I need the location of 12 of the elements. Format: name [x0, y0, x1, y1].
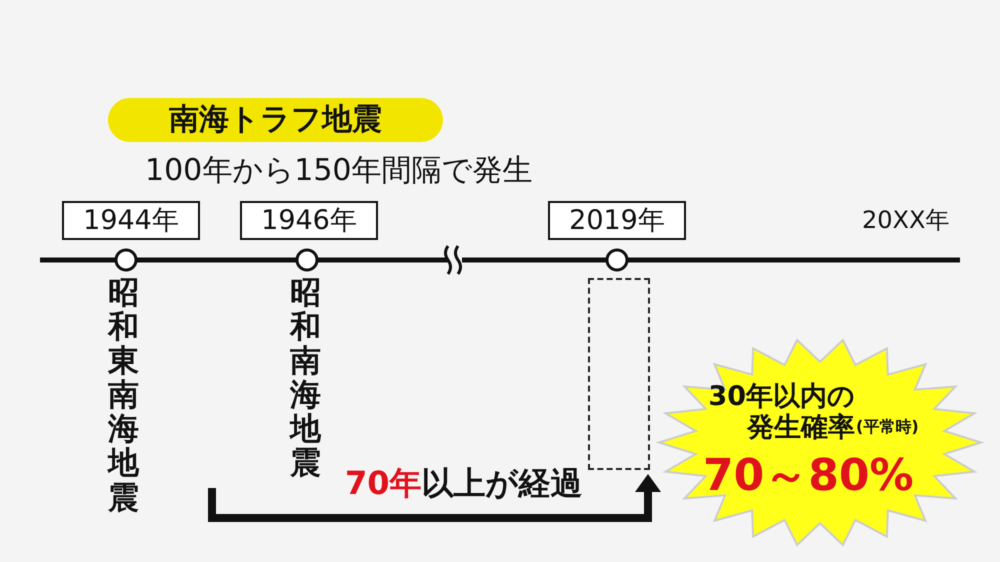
year-box: 1944年	[62, 201, 200, 240]
probability-value: 70～80%	[703, 451, 915, 502]
interval-text: 100年から150年間隔で発生	[145, 152, 533, 190]
year-box: 2019年	[548, 201, 686, 240]
year-box: 1946年	[240, 201, 378, 240]
probability-text: 30年以内の発生確率	[707, 381, 855, 444]
earthquake-name: 昭和南海地震	[290, 276, 321, 481]
earthquake-name: 昭和東南海地震	[108, 276, 139, 515]
condition-text: (平常時)	[856, 418, 920, 436]
title-pill: 南海トラフ地震	[108, 98, 443, 142]
year-label: 20XX年	[862, 205, 950, 236]
dashed-box	[588, 278, 650, 470]
